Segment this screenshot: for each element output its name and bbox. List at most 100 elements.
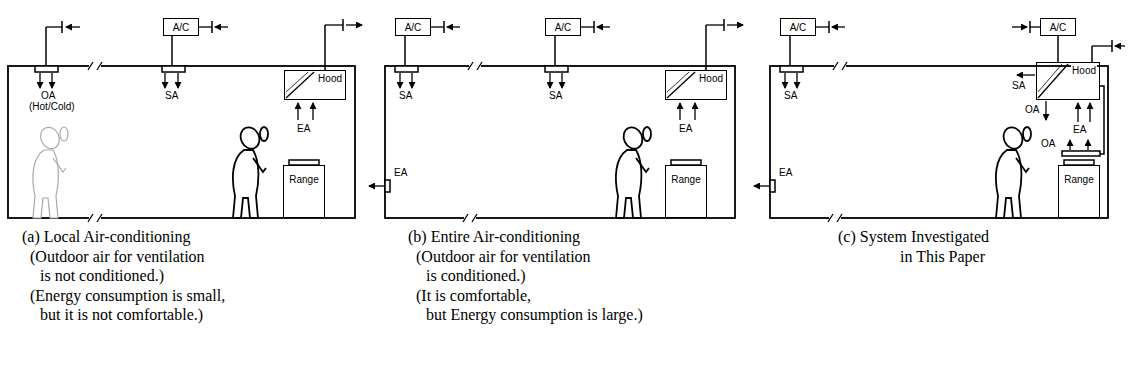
break-mark: [97, 214, 102, 222]
break-mark: [472, 214, 477, 222]
caption-line: (b) Entire Air-conditioning: [408, 227, 580, 246]
room-outline: [770, 66, 1108, 218]
caption-line: but it is not comfortable.): [40, 305, 203, 324]
flow-arrow: [1045, 101, 1046, 120]
flow-arrow: [39, 73, 40, 88]
person-face: [60, 127, 68, 141]
exhaust-vent: [770, 180, 775, 192]
node-label: Hood: [698, 73, 724, 84]
duct-terminal: [828, 21, 830, 33]
flow-arrow: [679, 103, 680, 120]
flow-arrow: [447, 26, 460, 27]
flow-arrow: [312, 103, 313, 120]
flow-arrow: [597, 26, 610, 27]
hood-box: Hood: [1036, 62, 1100, 100]
flow-label: SA: [398, 90, 413, 101]
ac-unit: A/C: [780, 18, 816, 36]
duct-terminal: [593, 21, 595, 33]
duct-terminal: [443, 21, 445, 33]
duct-line: [46, 26, 62, 27]
duct-line: [199, 26, 212, 27]
duct-line: [1092, 45, 1112, 46]
duct-line: [816, 26, 829, 27]
caption-line: in This Paper: [900, 247, 985, 266]
person-arm: [636, 158, 649, 172]
flow-label: SA: [783, 90, 798, 101]
range-box: Range: [665, 165, 707, 218]
range-box: Range: [1058, 165, 1100, 218]
flow-arrow: [177, 73, 178, 88]
room-outline: [8, 66, 355, 218]
person-head: [1000, 124, 1026, 152]
node-label: Range: [670, 174, 701, 185]
duct-line: [431, 26, 444, 27]
flow-arrow: [164, 73, 165, 88]
room-outline: [385, 66, 735, 218]
flow-label: SA: [1011, 80, 1026, 91]
hood-hatch: [667, 72, 689, 92]
flow-arrow: [1087, 140, 1088, 150]
node-label: Hood: [1071, 65, 1097, 76]
hood-hatch: [1038, 64, 1062, 92]
caption-line: but Energy consumption is large.): [426, 305, 643, 324]
person-face: [260, 127, 268, 141]
break-mark: [477, 62, 482, 70]
break-mark: [833, 62, 838, 70]
break-mark: [468, 62, 473, 70]
flow-arrow: [51, 73, 52, 88]
person-face: [643, 127, 651, 141]
break-mark: [837, 214, 842, 222]
supply-duct: [554, 36, 556, 66]
node-label: A/C: [404, 22, 423, 33]
flow-label: SA: [548, 90, 563, 101]
caption-line: is conditioned.): [426, 266, 526, 285]
break-gap: [834, 63, 846, 69]
flow-label: EA: [296, 123, 311, 134]
caption-line: (c) System Investigated: [838, 227, 989, 246]
caption-line: (It is comfortable,: [416, 286, 531, 305]
break-gap: [469, 63, 481, 69]
node-label: Range: [1063, 174, 1094, 185]
flow-arrow: [1089, 103, 1090, 122]
outdoor-air-duct: [1091, 46, 1093, 62]
duct-terminal: [1111, 40, 1113, 52]
flow-label: EA: [393, 167, 408, 178]
flow-arrow: [1115, 45, 1125, 46]
duct-line: [581, 26, 594, 27]
duct-terminal: [61, 21, 63, 33]
break-gap: [829, 215, 841, 221]
diffuser: [35, 66, 58, 72]
diffuser: [780, 66, 803, 72]
diffuser: [545, 66, 568, 72]
duct-line: [325, 24, 343, 25]
flow-label: EA: [778, 167, 793, 178]
duct-terminal: [723, 19, 725, 31]
flow-label: EA: [1072, 124, 1087, 135]
hood-hatch: [667, 72, 695, 98]
flow-arrow: [784, 73, 785, 88]
flow-arrow: [1069, 140, 1070, 150]
duct-connector: [1057, 36, 1059, 62]
supply-duct: [404, 36, 406, 66]
flow-label: OA: [1040, 138, 1056, 149]
ac-unit: A/C: [1040, 18, 1076, 36]
node-label: A/C: [789, 22, 808, 33]
break-gap: [89, 63, 101, 69]
ac-unit: A/C: [545, 18, 581, 36]
supply-duct: [171, 36, 173, 66]
node-label: A/C: [554, 22, 573, 33]
duct-line: [706, 24, 724, 25]
hood-box: Hood: [284, 70, 346, 100]
outdoor-air-outlet: [1062, 151, 1100, 156]
person-head: [237, 124, 263, 152]
supply-duct: [789, 36, 791, 66]
node-label: A/C: [1049, 22, 1068, 33]
diffuser: [162, 66, 185, 72]
node-label: Hood: [317, 73, 343, 84]
flow-arrow: [399, 73, 400, 88]
person-arm: [253, 158, 266, 172]
break-mark: [463, 214, 468, 222]
node-label: A/C: [172, 22, 191, 33]
